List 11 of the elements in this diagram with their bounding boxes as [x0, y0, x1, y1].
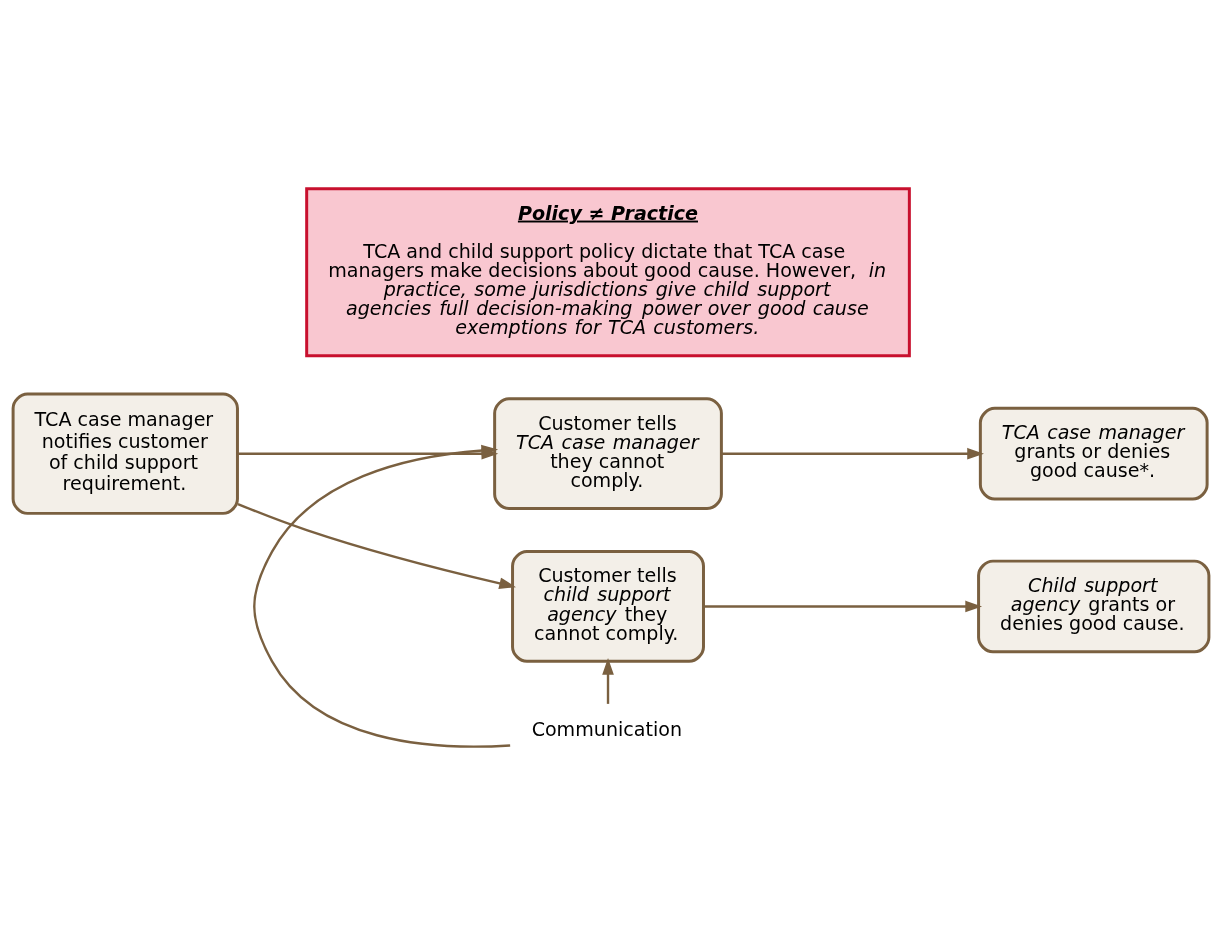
node-box: TCA case manager grants or denies good cause*.	[978, 406, 1209, 501]
arrow	[237, 502, 516, 589]
node-box: Child support agency grants or denies good cause.	[977, 559, 1211, 653]
node-box: Customer tells child support agency they cannot comply.	[511, 549, 705, 663]
node-text: Communication	[531, 717, 683, 741]
arrow	[721, 447, 984, 460]
node-box: Customer tells TCA case manager they cannot comply.	[493, 396, 723, 510]
arrow	[602, 657, 614, 704]
arrow	[703, 600, 983, 612]
node-box: Policy ≠ Practice TCA and child support policy dictate that TCA case managers make decisions about good cause. However, in practice, some jurisdictions give child support agencies full decision-making power over good cause exemptions for TCA customers.	[305, 186, 911, 357]
node-box: TCA case manager notifies customer of child support requirement.	[11, 392, 239, 515]
